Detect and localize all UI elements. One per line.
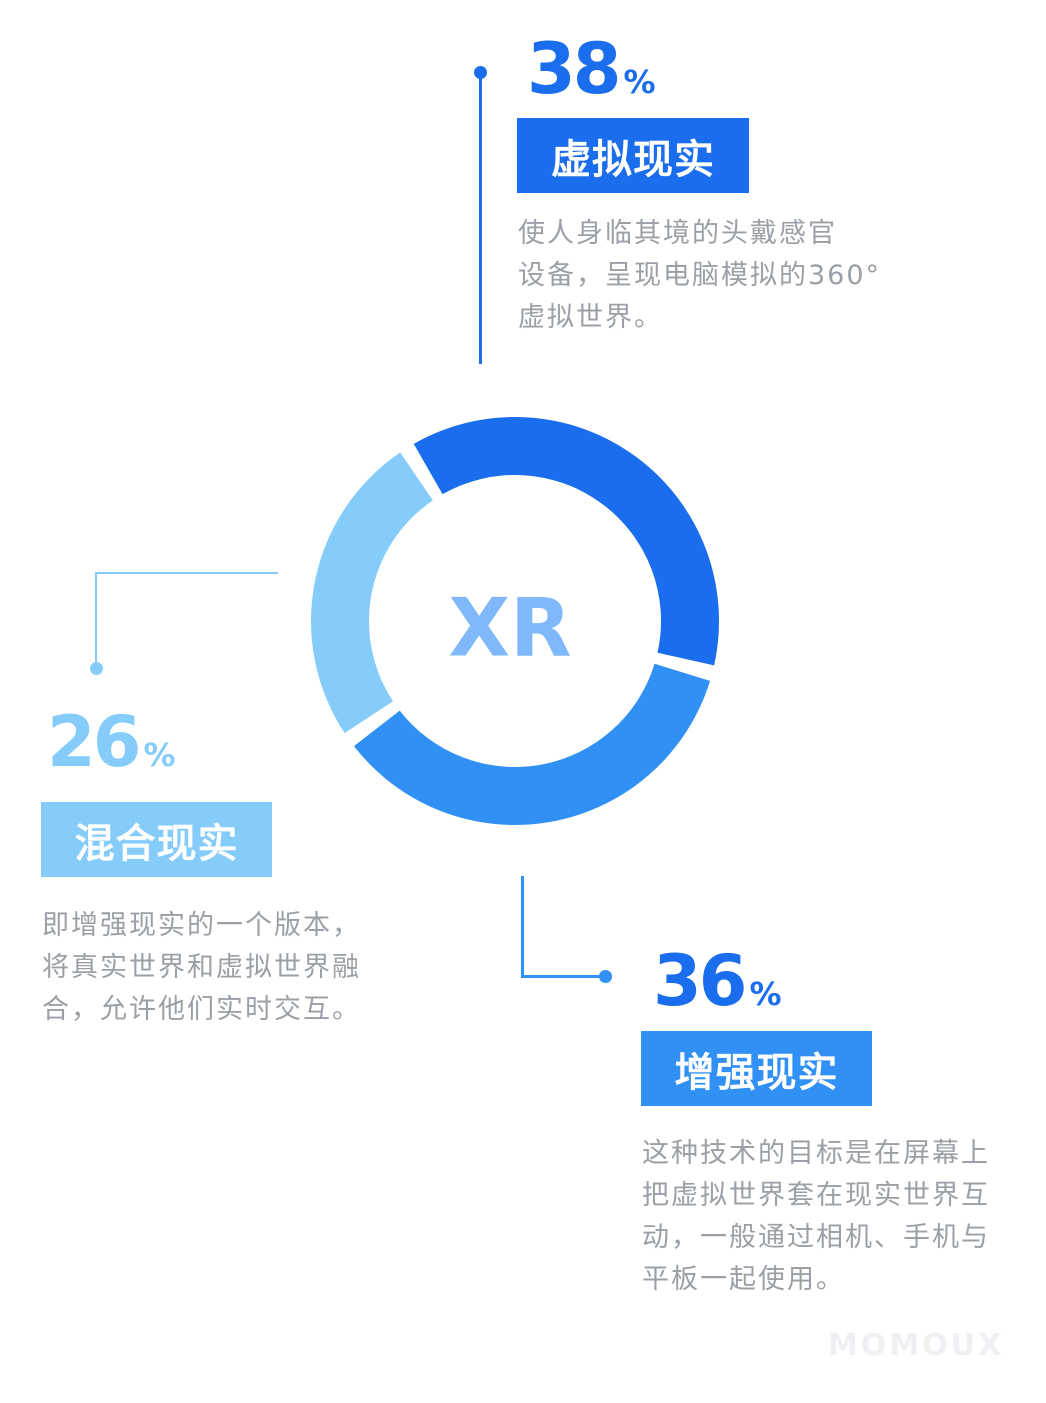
ar-connector-line [521,876,524,978]
vr-description-line: 设备，呈现电脑模拟的360° [518,260,882,291]
mr-description-line: 即增强现实的一个版本， [42,910,361,941]
vr-label: 虚拟现实 [517,118,749,193]
ar-percent-sign: % [749,975,782,1013]
vr-percent-sign: % [623,63,656,101]
ar-percent-value: 36 [653,940,747,1022]
mr-connector-dot [90,662,103,675]
vr-description-line: 使人身临其境的头戴感官 [518,218,837,249]
mr-description: 即增强现实的一个版本， 将真实世界和虚拟世界融 合，允许他们实时交互。 [42,905,361,1031]
mr-connector-hline [95,572,278,574]
ar-description-line: 动，一般通过相机、手机与 [642,1222,990,1253]
donut-segments [311,417,720,825]
mr-label: 混合现实 [41,802,272,877]
ar-label: 增强现实 [641,1031,872,1106]
ar-percent: 36 % [653,946,782,1016]
mr-description-line: 将真实世界和虚拟世界融 [42,952,361,983]
vr-description: 使人身临其境的头戴感官 设备，呈现电脑模拟的360° 虚拟世界。 [518,213,881,339]
mr-percent-sign: % [143,736,176,774]
vr-connector-line [479,72,482,364]
ar-description-line: 这种技术的目标是在屏幕上 [642,1138,990,1169]
donut-segment-0 [413,417,720,666]
ar-connector-hline [521,975,603,978]
ar-description-line: 平板一起使用。 [642,1264,845,1295]
vr-description-line: 虚拟世界。 [518,302,663,333]
mr-connector-line [95,572,97,664]
mr-percent-value: 26 [47,701,141,783]
vr-percent: 38 % [527,34,656,104]
mr-description-line: 合，允许他们实时交互。 [42,994,361,1025]
vr-percent-value: 38 [527,28,621,110]
watermark: MOMOUX [828,1328,1005,1363]
ar-connector-dot [599,970,612,983]
center-label: XR [448,582,571,675]
donut-segment-2 [311,452,433,734]
mr-percent: 26 % [47,707,176,777]
ar-description: 这种技术的目标是在屏幕上 把虚拟世界套在现实世界互 动，一般通过相机、手机与 平… [642,1133,990,1301]
ar-description-line: 把虚拟世界套在现实世界互 [642,1180,990,1211]
donut-segment-1 [353,663,711,825]
